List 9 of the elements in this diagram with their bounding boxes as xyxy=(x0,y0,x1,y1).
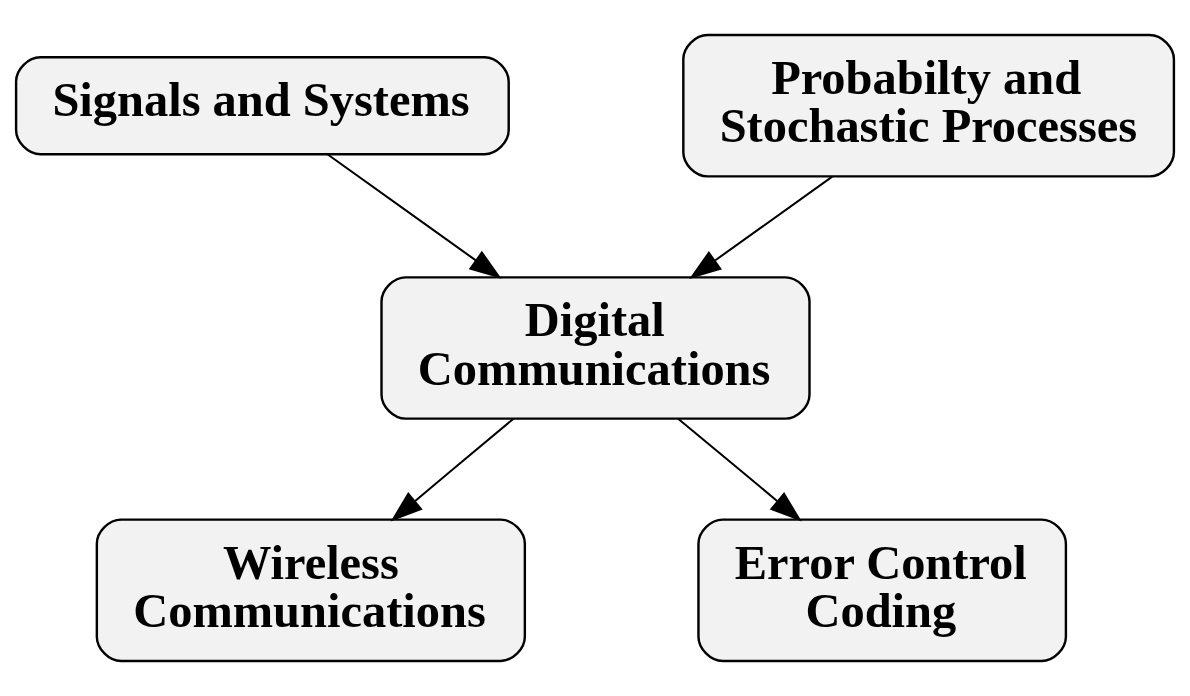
arrow xyxy=(390,418,514,522)
node-box: Digital Communications xyxy=(380,276,811,420)
arrow xyxy=(689,175,833,279)
node-box: Signals and Systems xyxy=(14,56,510,156)
node-box: Wireless Communications xyxy=(95,518,527,663)
node-box: Error Control Coding xyxy=(697,518,1068,663)
node-box: Probabilty and Stochastic Processes xyxy=(682,33,1176,178)
arrow xyxy=(326,153,502,279)
arrow xyxy=(677,418,802,522)
